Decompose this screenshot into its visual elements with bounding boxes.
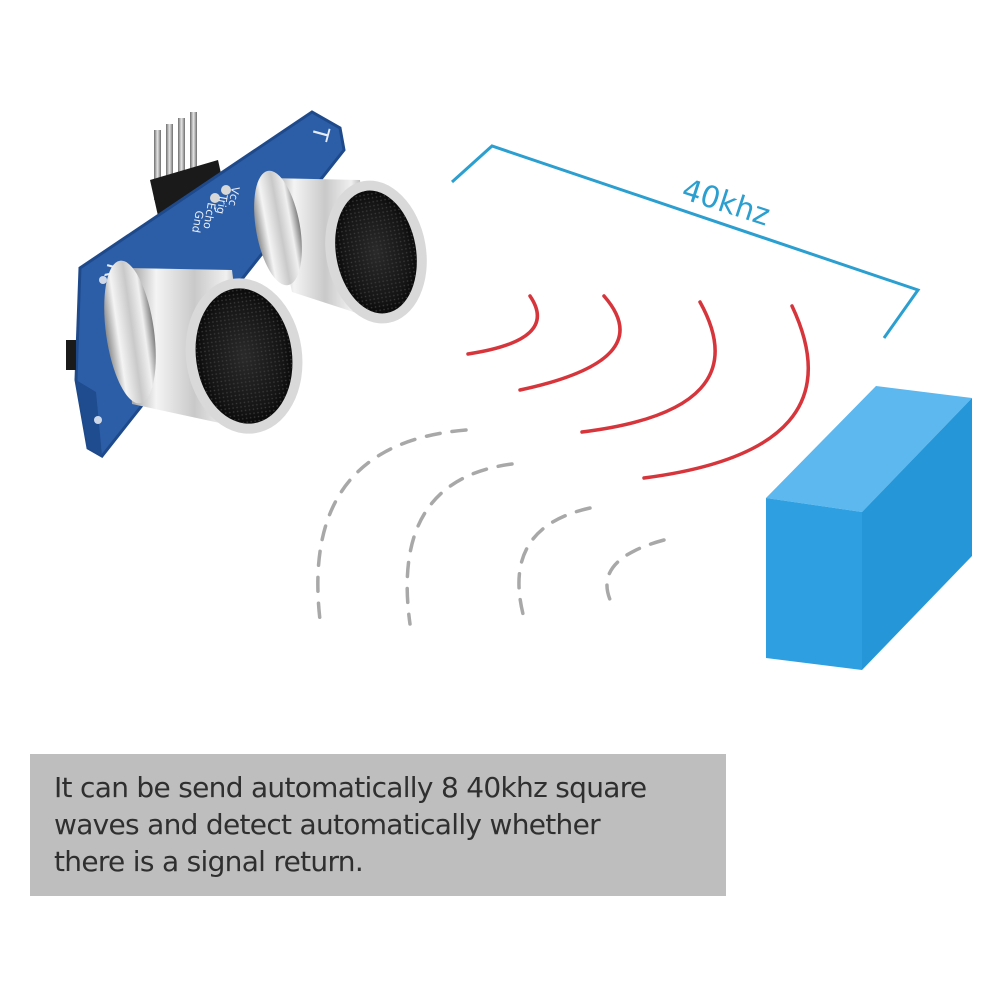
outgoing-wave-2 [518,294,622,392]
pin-label-trig: Trig [214,192,230,215]
obstacle-top-face [766,386,972,512]
caption-text: It can be send automatically 8 40khz squ… [54,771,647,878]
return-wave-4 [605,538,666,606]
pin-label-echo: Echo [200,201,217,230]
receiver-transducer [104,260,303,434]
caption-box: It can be send automatically 8 40khz squ… [30,754,726,896]
ultrasonic-sensor-module: R T Vcc Trig Echo Gnd [66,110,427,458]
outgoing-wave-3 [580,300,717,434]
pin-label-gnd: Gnd [189,209,206,233]
obstacle-block [766,386,972,670]
transmitter-letter: T [306,122,334,143]
outgoing-wave-1 [466,294,540,356]
return-wave-1 [316,428,468,622]
header-pins [150,112,226,216]
pin-label-vcc: Vcc [226,185,242,207]
outgoing-wave-4 [642,304,810,480]
return-echo-arcs [316,428,666,626]
frequency-bracket: 40khz [450,144,921,339]
obstacle-front-face [766,498,862,670]
outgoing-wave-arcs [466,294,810,480]
return-wave-3 [517,506,592,620]
transmitter-transducer [254,170,427,324]
obstacle-side-face [862,398,972,670]
return-wave-2 [405,462,514,626]
